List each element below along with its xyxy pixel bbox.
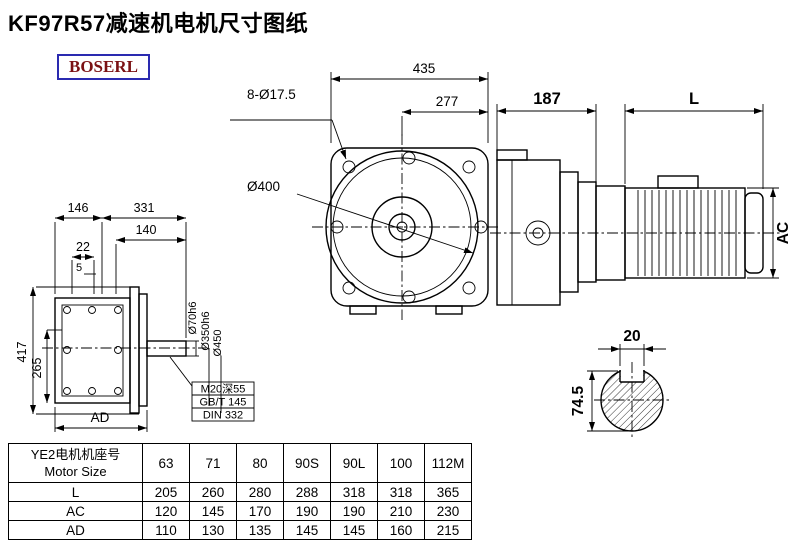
table-cell: 190 [283,501,331,521]
brand-logo: BOSERL [57,54,150,80]
table-header-row: YE2电机机座号 Motor Size 63 71 80 90S 90L 100… [8,443,472,483]
tapped-hole-note: M20深55 GB/T 145 DIN 332 [191,381,255,422]
table-cell: 230 [424,501,472,521]
dim-ac: AC [775,222,792,244]
table-row-ad: AD 110 130 135 145 145 160 215 [8,520,472,540]
dim-key-width: 20 [623,328,640,345]
table-cell: 120 [142,501,190,521]
dim-277: 277 [436,94,459,109]
table-header-cell: YE2电机机座号 Motor Size [8,443,143,483]
side-view [490,149,780,306]
table-cell: 170 [236,501,284,521]
gear-housing [496,159,561,306]
dim-146: 146 [68,201,89,215]
table-cell: 145 [189,501,237,521]
table-column-header: 90L [330,443,378,483]
table-cell: 260 [189,482,237,502]
shaft-dia-callout: Ø70h6 [187,301,199,334]
dim-5: 5 [76,262,82,274]
table-cell: 318 [330,482,378,502]
table-cell: 135 [236,520,284,540]
left-view-dimensions: 146 331 140 22 5 417 265 AD [15,201,255,432]
table-cell: 288 [283,482,331,502]
table-cell: 160 [377,520,425,540]
table-cell: 110 [142,520,190,540]
flange-od-callout: Ø450 [212,330,224,357]
front-view-dimensions: 435 277 8-Ø17.5 Ø400 [230,61,489,254]
table-column-header: 71 [189,443,237,483]
terminal-box [657,175,699,189]
foot-left [349,305,377,315]
dim-shaft-height: 74.5 [570,386,587,417]
dim-22: 22 [76,240,90,254]
table-cell: 280 [236,482,284,502]
spigot-dia-callout: Ø350h6 [200,311,212,350]
table-column-header: 80 [236,443,284,483]
table-row-ac: AC 120 145 170 190 190 210 230 [8,501,472,521]
bolt-holes-callout: 8-Ø17.5 [247,87,296,102]
adapter-plate-2 [577,181,597,283]
table-cell: 210 [377,501,425,521]
bolt-holes [330,151,488,304]
foot-right [435,305,463,315]
table-cell: 190 [330,501,378,521]
dim-331: 331 [134,201,155,215]
shaft-section-view: 20 74.5 [570,328,670,438]
dim-motor-length: L [689,90,699,108]
table-cell: 145 [283,520,331,540]
left-view [42,286,206,414]
motor-size-table: YE2电机机座号 Motor Size 63 71 80 90S 90L 100… [8,443,472,540]
thread-standard: GB/T 145 [200,397,247,409]
row-label: AD [8,520,143,540]
output-shaft [146,340,187,357]
output-flange-plate [129,286,140,414]
table-cell: 318 [377,482,425,502]
bearing-cover [61,304,124,397]
table-column-header: 63 [142,443,190,483]
row-label: L [8,482,143,502]
table-column-header: 112M [424,443,472,483]
center-hole-standard: DIN 332 [203,410,243,422]
tap-spec: M20深55 [201,383,246,396]
row-label: AC [8,501,143,521]
flange-spigot [138,293,148,407]
dim-265: 265 [30,358,44,379]
flange-dia-callout: Ø400 [247,179,280,194]
table-cell: 365 [424,482,472,502]
dim-417: 417 [15,342,29,363]
front-view [312,134,498,320]
table-cell: 130 [189,520,237,540]
page-title: KF97R57减速机电机尺寸图纸 [8,11,309,36]
dim-187: 187 [533,90,561,108]
dim-140: 140 [136,223,157,237]
adapter-plate-1 [559,171,579,293]
table-header-cn: YE2电机机座号 [30,447,121,462]
side-view-dimensions: 187 L AC [496,90,792,279]
table-header-en: Motor Size [44,464,107,479]
table-cell: 145 [330,520,378,540]
table-row-l: L 205 260 280 288 318 318 365 [8,482,472,502]
table-cell: 215 [424,520,472,540]
dim-435: 435 [413,61,436,76]
dim-ad: AD [91,410,110,425]
cover-bolts [63,306,122,395]
table-cell: 205 [142,482,190,502]
table-column-header: 100 [377,443,425,483]
table-column-header: 90S [283,443,331,483]
